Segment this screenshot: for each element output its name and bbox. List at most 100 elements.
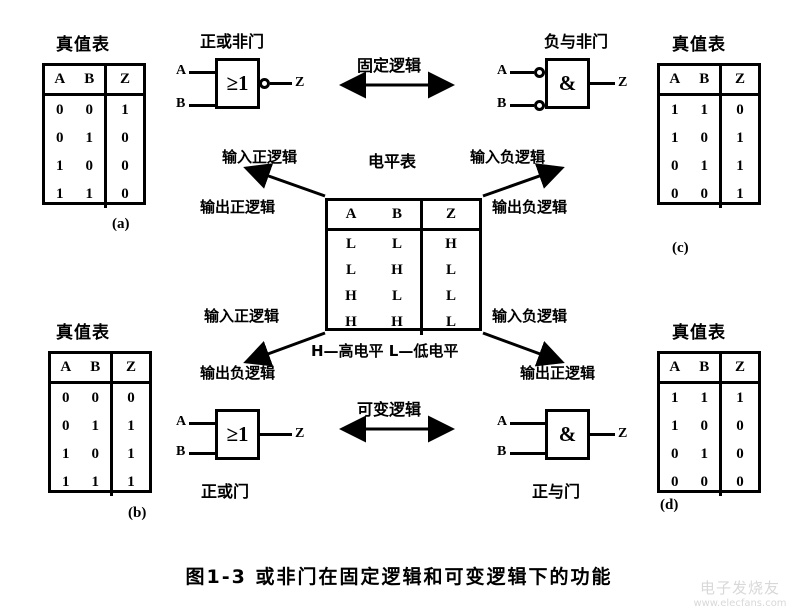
cell-b: H [391,313,403,330]
cell-b: 0 [700,185,709,202]
column-header-b: B [391,206,402,222]
cell-z: 0 [736,101,744,118]
cell-a: 1 [56,185,64,202]
column-header-z: Z [734,359,745,375]
table-row: 1 [113,440,149,468]
gate-name-bottom-left: 正或门 [201,482,250,501]
cell-z: 1 [736,129,744,146]
cell-b: 1 [91,417,100,434]
table-row: 0 [722,96,758,124]
truth-table-b-caption: (b) [128,505,147,521]
gate-bottom-right: & [545,409,590,460]
table-row: 0 [107,124,143,152]
gate-top-left-output-bubble-icon [259,78,270,89]
gate-bottom-left-wire-b [189,452,216,455]
cell-b: 0 [700,129,709,146]
gate-top-right-input-a-label: A [497,63,508,78]
gate-top-left-input-b-label: B [176,96,186,111]
gate-bottom-right-output-label: Z [618,426,628,441]
gate-bottom-right-wire-a [510,422,546,425]
cell-b: 1 [700,101,709,118]
input-negative-logic-label-top: 输入负逻辑 [470,148,546,166]
cell-a: 1 [56,157,64,174]
cell-a: 0 [671,473,679,490]
variable-logic-label: 可变逻辑 [357,400,422,419]
column-header-a: A [60,359,72,375]
truth-table-d-title: 真值表 [672,323,726,343]
column-header-a: A [54,71,66,87]
cell-a: 0 [62,417,70,434]
column-header-z: Z [125,359,136,375]
table-row: 1 [722,384,758,412]
cell-a: 1 [62,445,70,462]
cell-b: 1 [85,129,94,146]
cell-b: 1 [91,473,100,490]
cell-a: 0 [671,185,679,202]
gate-top-right-input-a-bubble-icon [534,67,545,78]
cell-b: 0 [700,473,709,490]
cell-b: 0 [85,101,94,118]
column-header-z: Z [734,71,745,87]
table-row: 1 [722,180,758,208]
cell-a: 0 [56,101,64,118]
table-row: H [423,231,479,257]
gate-top-left-output-label: Z [295,75,305,90]
cell-z: 1 [127,445,135,462]
cell-z: 0 [121,157,129,174]
table-row: L [423,257,479,283]
gate-symbol-and: & [558,71,577,95]
cell-b: 1 [85,185,94,202]
table-row: L [423,309,479,335]
gate-bottom-left-input-b-label: B [176,444,186,459]
cell-b: 1 [700,389,709,406]
gate-top-right: & [545,58,590,109]
pointer-top-right [482,163,565,198]
truth-table-a-caption: (a) [112,216,130,232]
cell-z: 0 [121,129,129,146]
watermark-brand: 电子发烧友 [699,578,780,597]
cell-a: 1 [671,101,679,118]
column-header-b: B [84,71,95,87]
cell-b: 0 [700,417,709,434]
input-positive-logic-label-top: 输入正逻辑 [222,148,298,166]
gate-bottom-right-input-b-label: B [497,444,507,459]
gate-bottom-right-input-a-label: A [497,414,508,429]
cell-a: 1 [62,473,70,490]
cell-z: 1 [736,157,744,174]
gate-top-right-wire-z [589,82,615,85]
cell-a: 0 [671,157,679,174]
column-header-b: B [699,359,710,375]
cell-b: 1 [700,157,709,174]
gate-name-top-right: 负与非门 [544,32,609,51]
gate-top-left-wire-a [189,71,216,74]
cell-a: 0 [56,129,64,146]
input-negative-logic-label-bottom: 输入负逻辑 [492,307,568,325]
gate-symbol-and: & [558,422,577,446]
truth-table-d-header: A B Z [660,354,758,384]
cell-z: 1 [736,389,744,406]
table-row: 0 [722,412,758,440]
table-row: 0 [722,468,758,496]
gate-bottom-left-output-label: Z [295,426,305,441]
gate-bottom-left: ≥1 [215,409,260,460]
table-row: 1 [113,468,149,496]
gate-top-left-wire-z [270,82,292,85]
output-positive-logic-label-bottom: 输出正逻辑 [520,364,596,382]
truth-table-b-header: A B Z [51,354,149,384]
